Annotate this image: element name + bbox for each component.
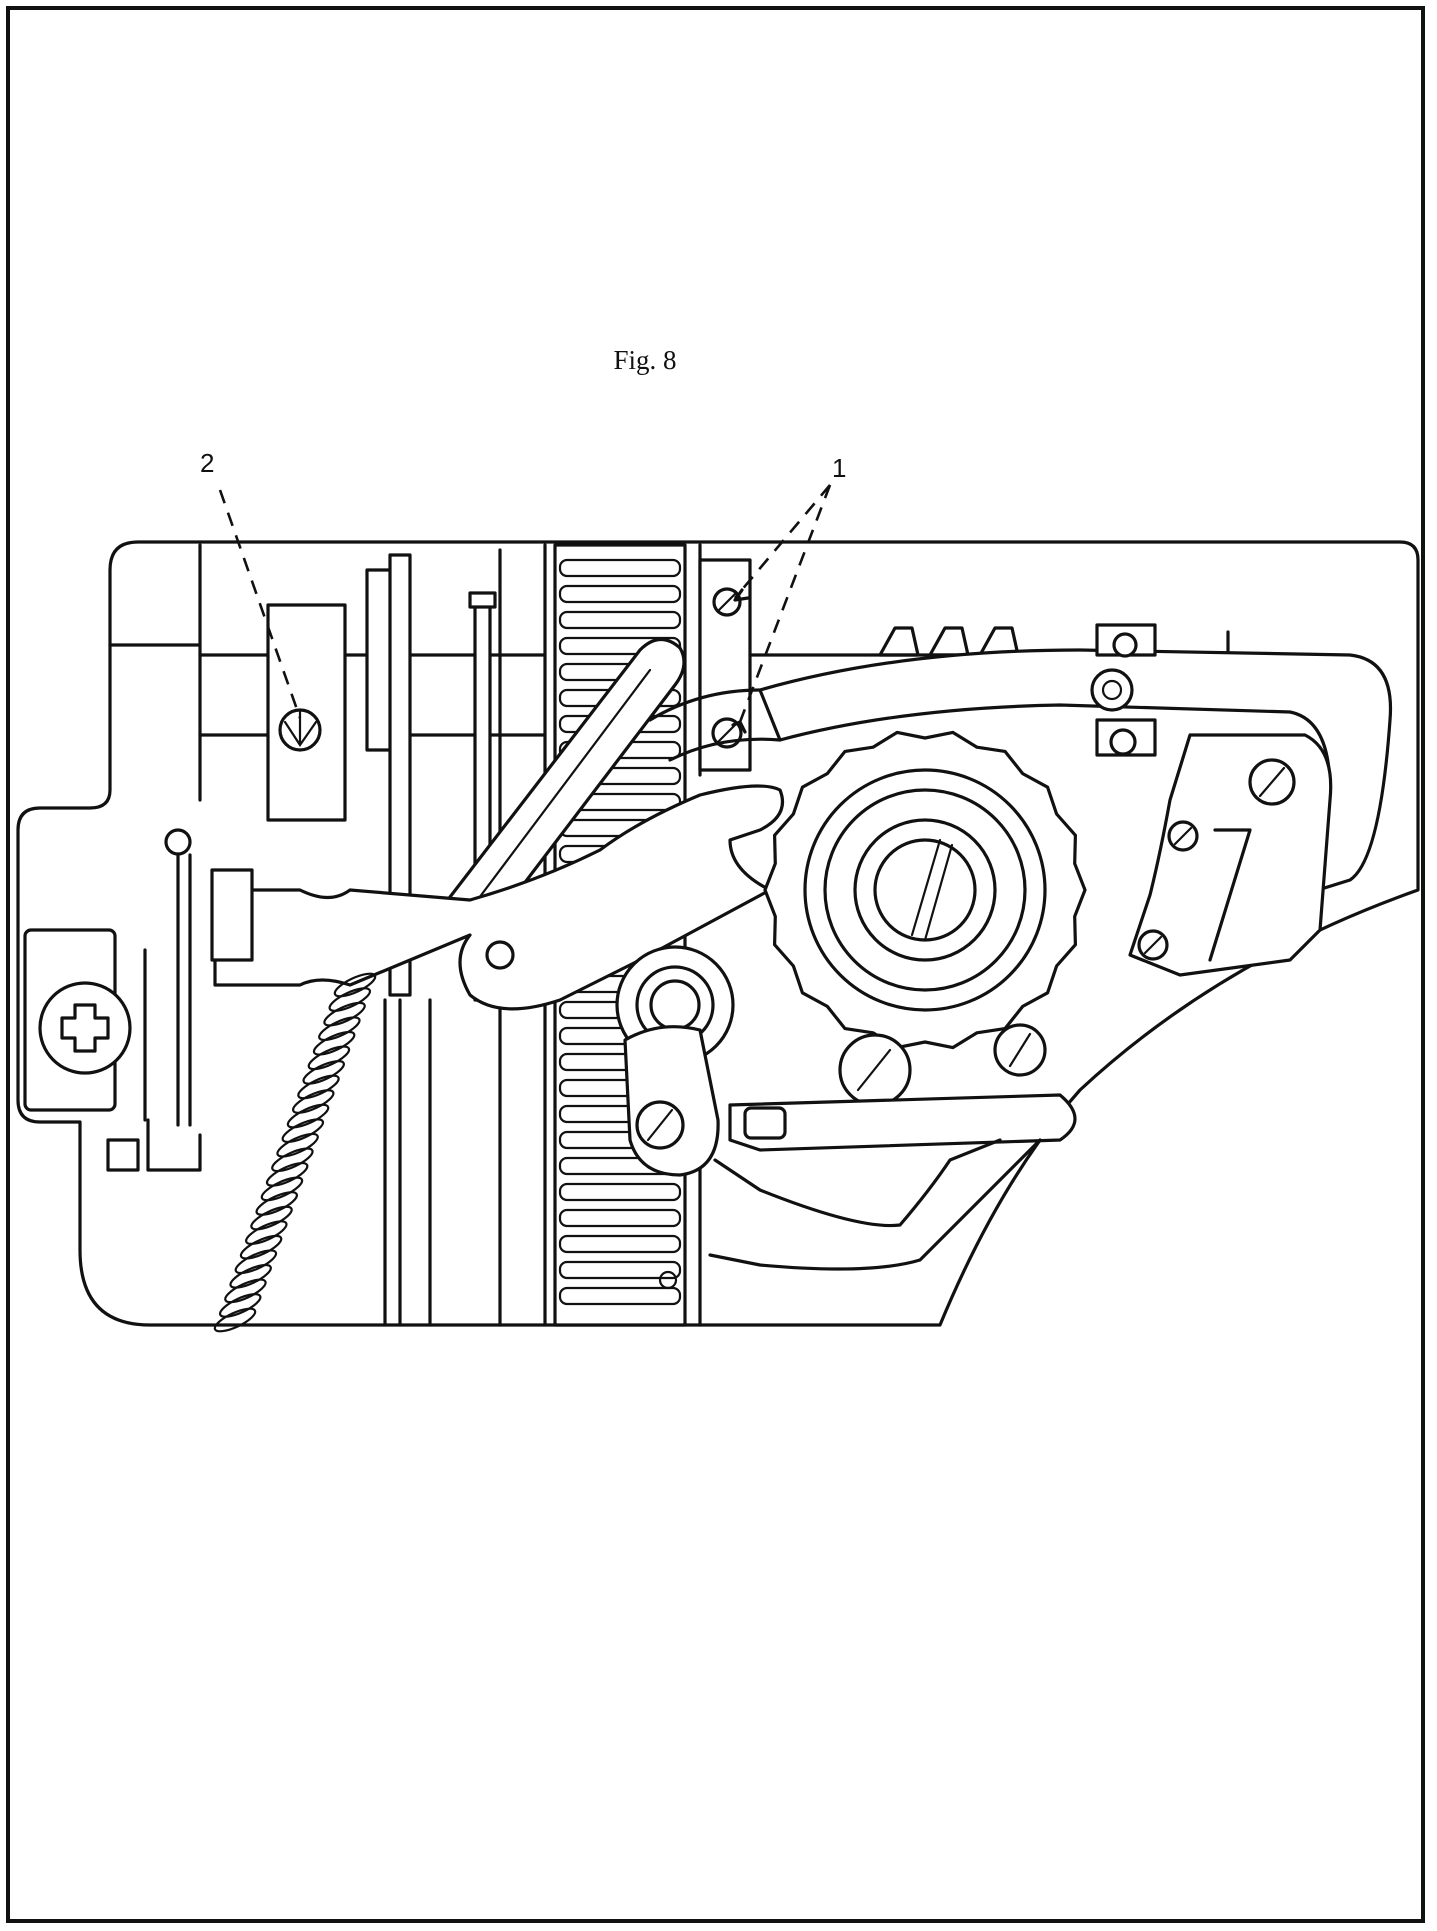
- lever-end-clip: [210, 868, 254, 962]
- callout-1-leaders: [734, 484, 832, 723]
- upper-lever-arm: [758, 648, 1393, 907]
- lower-clamp-screw: [1109, 728, 1137, 756]
- lower-screw-right: [993, 1023, 1047, 1077]
- page-frame: [6, 6, 1425, 1923]
- rod-cap: [468, 591, 497, 609]
- bottom-channel-2: [708, 1138, 1042, 1271]
- callout-label-1: 1: [832, 453, 847, 483]
- screw-2: [278, 708, 322, 752]
- left-pin-assembly: [106, 828, 202, 1172]
- left-bracket: [23, 928, 132, 1112]
- right-latch: [1128, 733, 1333, 977]
- lower-screw-left: [838, 1033, 912, 1107]
- bottom-channel: [713, 1138, 1002, 1228]
- screw-1-upper: [712, 587, 742, 617]
- main-gear: [763, 730, 1087, 1050]
- link-slot-line: [468, 668, 652, 912]
- lever-neck-lower: [668, 737, 782, 762]
- lever-pivot-screw: [485, 940, 515, 970]
- drop-arm: [623, 1025, 720, 1177]
- figure-title: Fig. 8: [613, 345, 677, 375]
- main-shaft: [388, 553, 412, 997]
- callout-arrows: [731, 588, 750, 734]
- callout-label-2: 2: [200, 448, 215, 478]
- eccentric-pin: [1090, 668, 1134, 712]
- bottom-link: [658, 1093, 1077, 1290]
- upper-clamp-screw: [1112, 632, 1138, 658]
- lever-neck: [648, 688, 762, 722]
- coil-spring: [213, 972, 377, 1333]
- forked-lever: [213, 784, 785, 1011]
- callout-2-leader: [218, 489, 302, 719]
